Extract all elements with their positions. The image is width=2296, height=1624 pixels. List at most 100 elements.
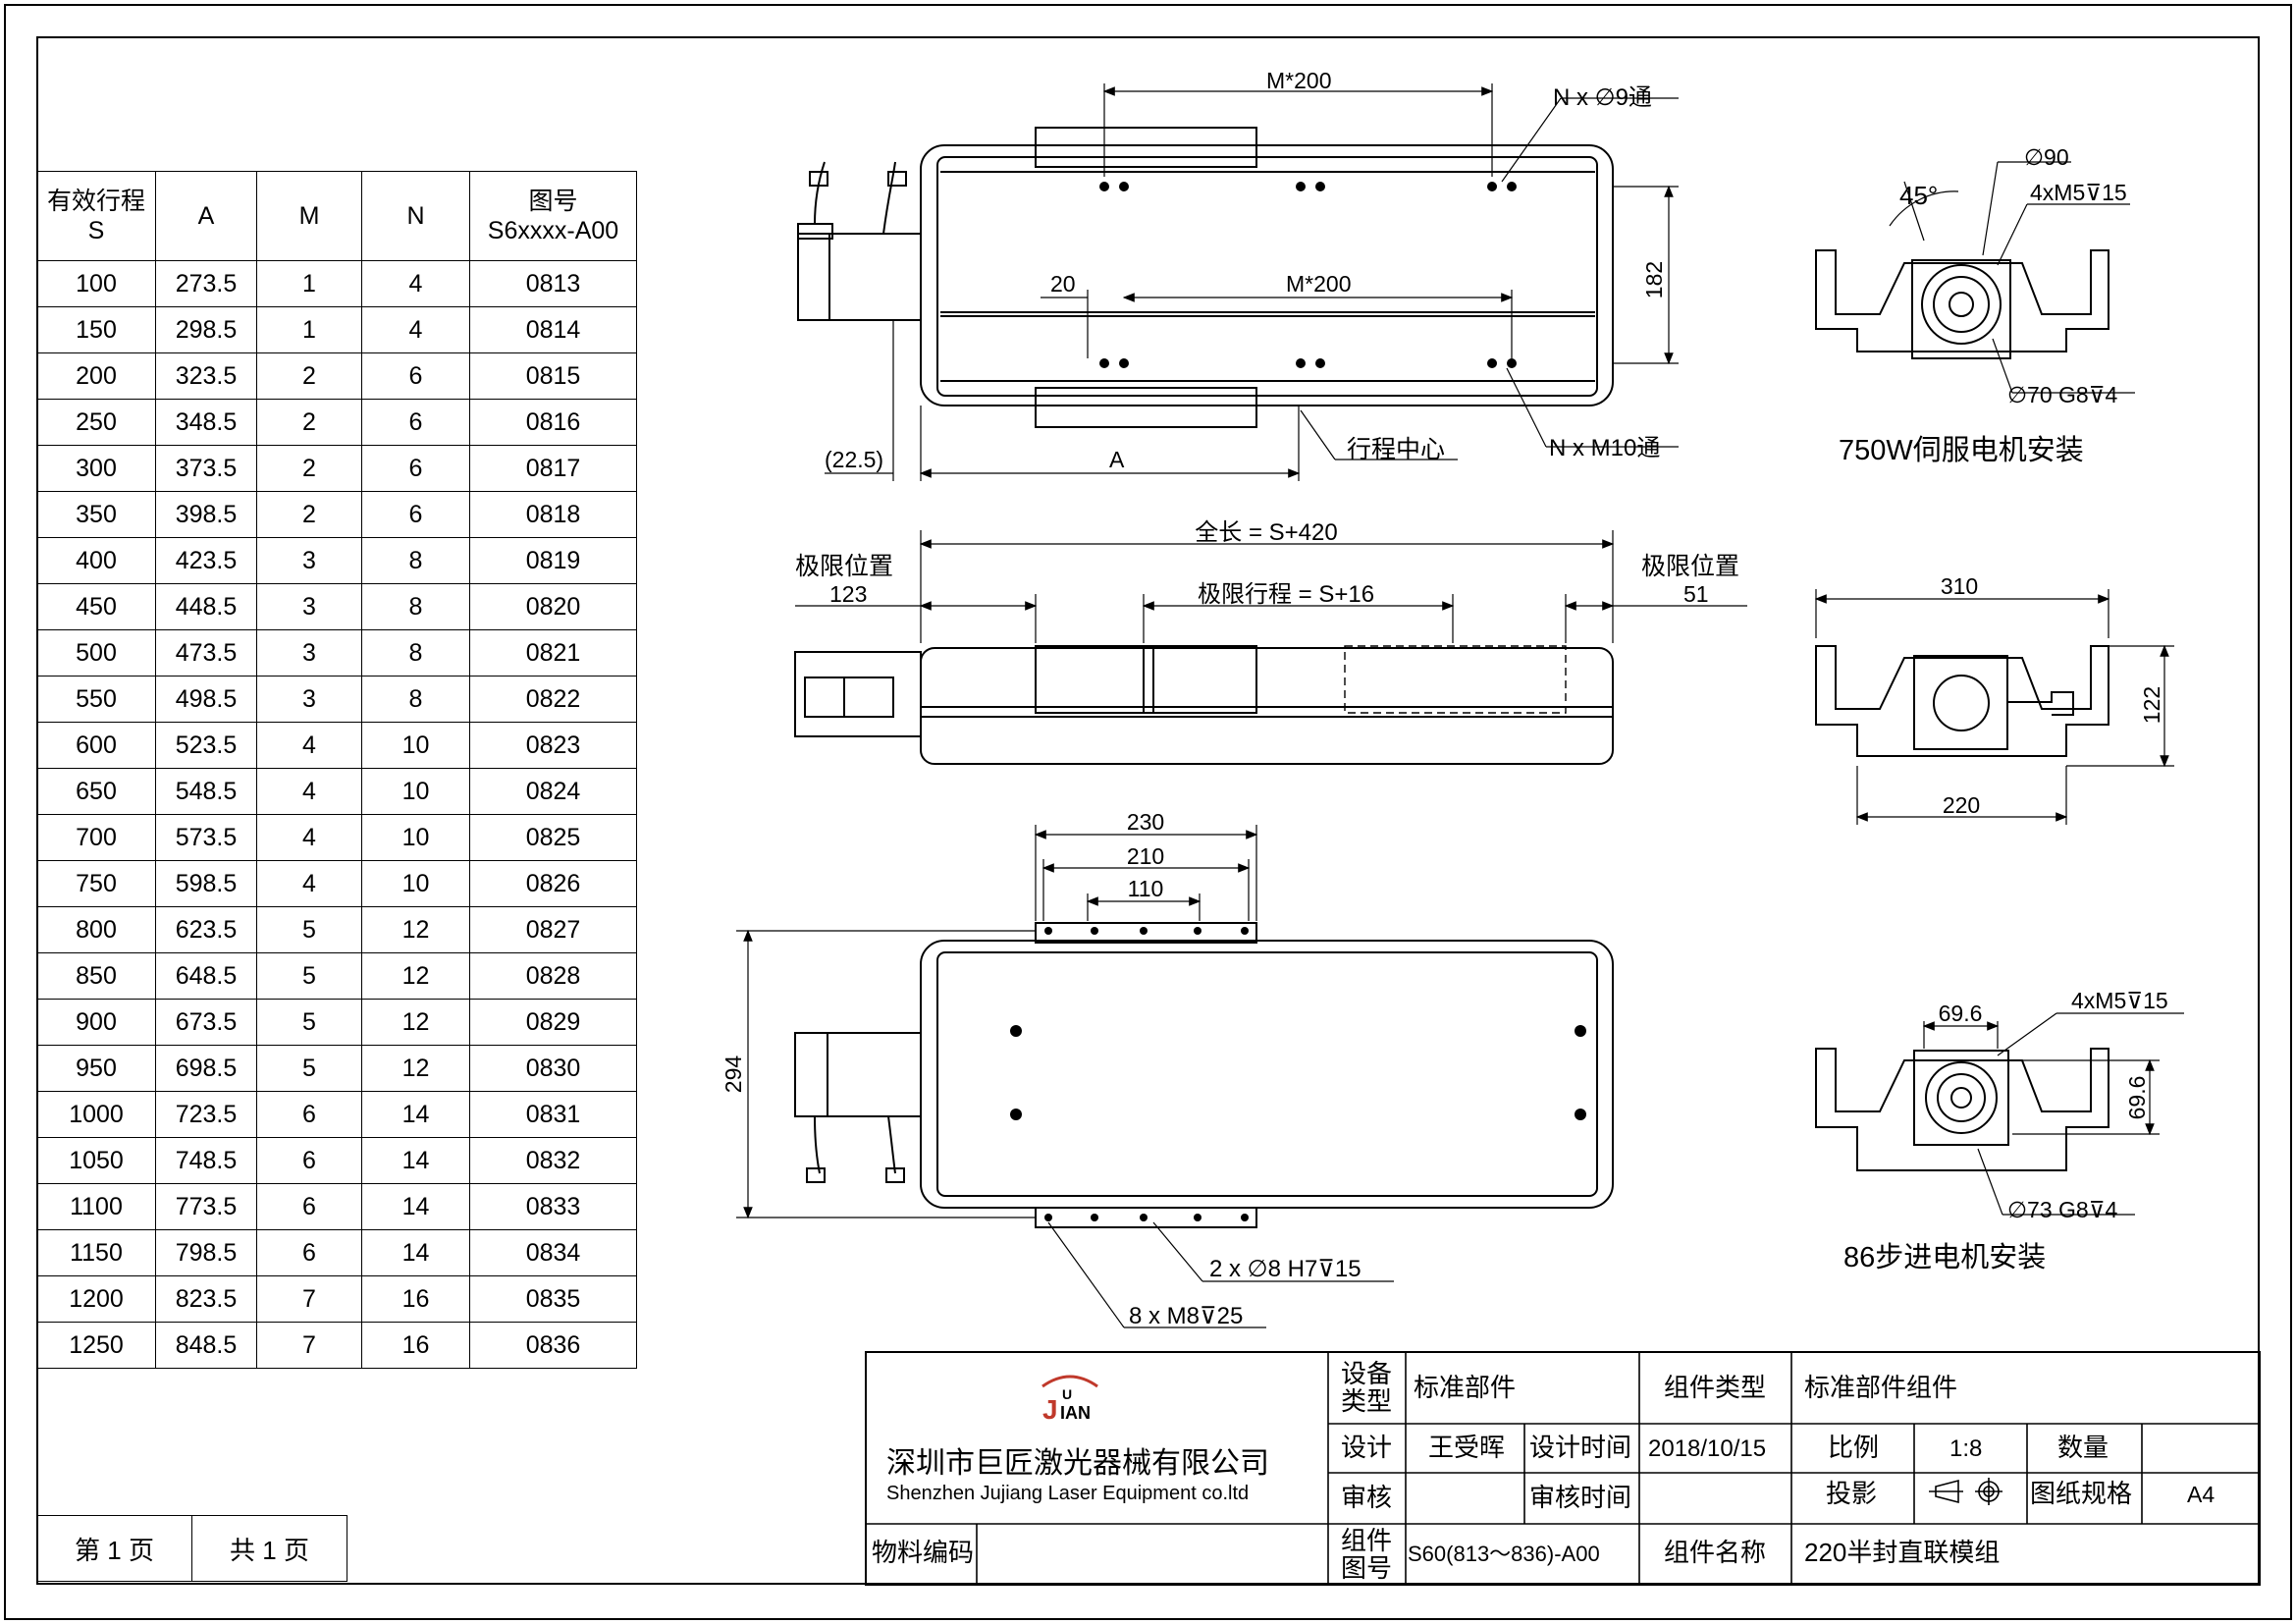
table-cell: 0829 (469, 999, 637, 1046)
review-time-label: 审核时间 (1529, 1483, 1631, 1512)
dim-182: 182 (1641, 261, 1667, 298)
limit-left-value: 123 (829, 581, 867, 607)
table-cell: 0826 (469, 860, 637, 907)
page-counter: 第 1 页 共 1 页 (36, 1515, 347, 1582)
dim-22-5: (22.5) (825, 447, 883, 472)
servo-title: 750W伺服电机安装 (1839, 434, 2084, 466)
limit-left-label: 极限位置 (795, 553, 893, 580)
table-cell: 5 (256, 999, 362, 1046)
dim-total-length: 全长 = S+420 (1195, 519, 1337, 546)
dim-n-holes: N x ∅9通 (1553, 84, 1652, 111)
company-name-en: Shenzhen Jujiang Laser Equipment co.ltd (886, 1483, 1249, 1504)
table-cell: 398.5 (155, 491, 257, 538)
table-cell: 723.5 (155, 1091, 257, 1138)
table-cell: 323.5 (155, 352, 257, 400)
page-total: 共 1 页 (191, 1515, 347, 1582)
svg-text:IAN: IAN (1060, 1403, 1091, 1423)
dim-220: 220 (1943, 792, 1980, 818)
table-cell: 16 (361, 1322, 470, 1369)
table-cell: 0813 (469, 260, 637, 307)
servo-45: 45° (1899, 181, 1938, 210)
scale-label: 比例 (1828, 1433, 1879, 1462)
table-cell: 373.5 (155, 445, 257, 492)
dim-210: 210 (1127, 843, 1164, 869)
bottom-view (736, 825, 1614, 1328)
outer-border (4, 4, 2292, 1620)
column-header-line: 有效行程 (46, 188, 145, 215)
table-cell: 3 (256, 629, 362, 677)
table-cell: 0821 (469, 629, 637, 677)
top-view (797, 83, 1679, 481)
table-cell: 6 (256, 1183, 362, 1230)
dim-122: 122 (2139, 686, 2164, 724)
table-cell: 350 (36, 491, 156, 538)
table-cell: 0827 (469, 906, 637, 953)
qty-label: 数量 (2057, 1433, 2109, 1462)
table-cell: 848.5 (155, 1322, 257, 1369)
table-cell: 2 (256, 445, 362, 492)
side-view (794, 530, 1747, 765)
table-cell: 950 (36, 1045, 156, 1092)
material-label: 物料编码 (872, 1538, 974, 1567)
company-logo: J IAN U (1041, 1375, 1098, 1425)
table-cell: 5 (256, 1045, 362, 1092)
limit-right-label: 极限位置 (1641, 553, 1739, 580)
designer: 王受晖 (1428, 1433, 1505, 1462)
table-cell: 1200 (36, 1275, 156, 1323)
table-cell: 598.5 (155, 860, 257, 907)
carriage-bottom (1035, 387, 1257, 428)
table-cell: 0828 (469, 952, 637, 1000)
projection-symbol-icon (1929, 1478, 2002, 1505)
table-cell: 3 (256, 537, 362, 584)
table-cell: 650 (36, 768, 156, 815)
dim-294: 294 (721, 1056, 746, 1094)
table-cell: 0835 (469, 1275, 637, 1323)
page-current: 第 1 页 (36, 1515, 192, 1582)
comp-no-label: 组件 (1341, 1526, 1392, 1555)
table-cell: 300 (36, 445, 156, 492)
step-69-a: 69.6 (1939, 1001, 1983, 1026)
column-header-line: 图号 (528, 188, 578, 215)
table-cell: 423.5 (155, 537, 257, 584)
table-cell: 1150 (36, 1229, 156, 1276)
column-header-line: S6xxxx-A00 (487, 217, 619, 244)
table-cell: 14 (361, 1091, 470, 1138)
table-cell: 0834 (469, 1229, 637, 1276)
projection-label: 投影 (1826, 1479, 1877, 1508)
n-m10-label: N x M10通 (1549, 435, 1660, 461)
table-cell: 0818 (469, 491, 637, 538)
table-cell: 648.5 (155, 952, 257, 1000)
table-cell: 900 (36, 999, 156, 1046)
table-cell: 0816 (469, 399, 637, 446)
dim-m200-mid: M*200 (1286, 271, 1351, 297)
equip-type-label-2: 类型 (1341, 1386, 1392, 1416)
dim-110: 110 (1128, 876, 1164, 901)
table-cell: 5 (256, 906, 362, 953)
table-cell: 2 (256, 491, 362, 538)
table-cell: 8 (361, 537, 470, 584)
table-cell: 473.5 (155, 629, 257, 677)
servo-d70: ∅70 G8⊽4 (2007, 382, 2118, 407)
table-cell: 8 (361, 676, 470, 723)
table-cell: 6 (361, 491, 470, 538)
table-cell: 0819 (469, 537, 637, 584)
table-cell: 573.5 (155, 814, 257, 861)
table-cell: 673.5 (155, 999, 257, 1046)
dim-230: 230 (1127, 809, 1164, 835)
dim-310: 310 (1941, 573, 1978, 599)
table-cell: 14 (361, 1183, 470, 1230)
